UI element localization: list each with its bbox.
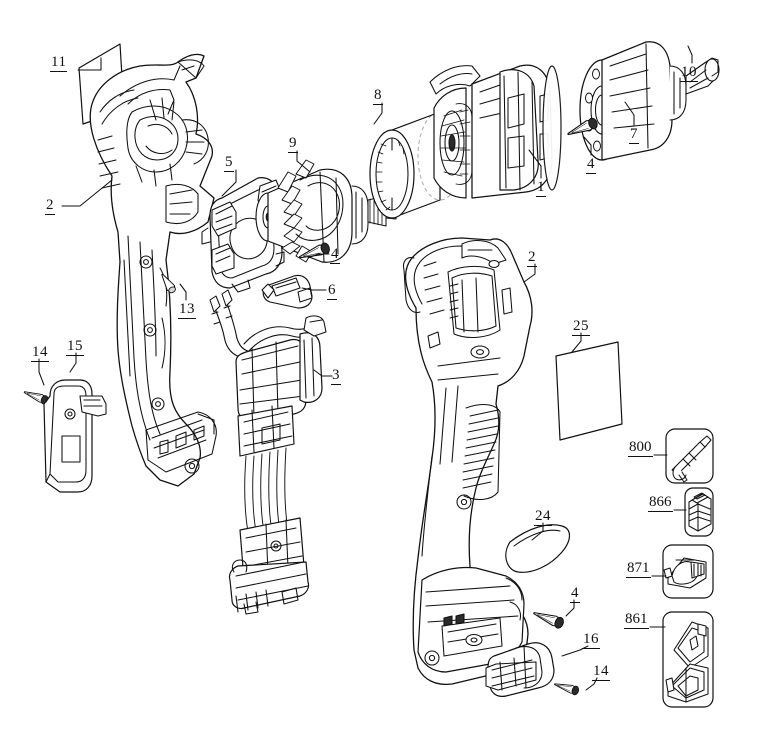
leader-line-2	[523, 263, 536, 283]
callout-number-13: 13	[178, 301, 196, 319]
leader-line-9	[296, 150, 311, 173]
leader-line-5	[221, 169, 237, 197]
part-6-connector	[261, 274, 313, 309]
accessory-number-861: 861	[624, 611, 649, 629]
callout-number-25: 25	[572, 318, 590, 336]
callout-number-16: 16	[582, 631, 600, 649]
leader-line-7	[624, 101, 635, 126]
leader-line-15	[69, 352, 77, 373]
part-15-belt-clip	[43, 379, 107, 493]
part-16-belt-hook-bracket	[485, 642, 555, 697]
callout-number-7: 7	[629, 126, 639, 144]
accessory-box-861	[662, 611, 714, 708]
part-10-chuck-screw	[685, 57, 720, 95]
leader-line-2	[61, 179, 113, 207]
callout-number-2: 2	[527, 249, 537, 267]
part-9-motor-armature	[255, 159, 397, 263]
leader-line-10	[687, 45, 693, 64]
leader-line-16	[561, 645, 589, 657]
callout-number-10: 10	[680, 64, 698, 82]
callout-number-11: 11	[50, 54, 68, 72]
battery-pack-icon	[688, 492, 712, 532]
callout-number-1: 1	[536, 179, 546, 197]
callout-number-3: 3	[331, 367, 341, 385]
accessory-box-871	[662, 544, 714, 599]
leader-line-3	[313, 369, 333, 377]
leader-line-13	[179, 283, 187, 301]
callout-number-4: 4	[570, 585, 580, 603]
leader-line-4	[583, 136, 592, 156]
callout-number-6: 6	[327, 282, 337, 300]
callout-number-5: 5	[224, 154, 234, 172]
part-3-switch-assembly	[209, 289, 327, 615]
part-1-gearbox-assembly	[429, 64, 562, 199]
leader-line-14	[38, 358, 45, 386]
part-14-screw-bottom	[552, 679, 581, 697]
part-2-left-housing-half	[89, 53, 217, 487]
part-2-right-housing-half	[403, 237, 533, 686]
tool-case-icon	[665, 621, 709, 703]
callout-number-15: 15	[66, 338, 84, 356]
callout-number-24: 24	[534, 508, 552, 526]
callout-number-14: 14	[592, 663, 610, 681]
accessory-number-800: 800	[628, 439, 653, 457]
screwdriver-bit-icon	[671, 435, 712, 483]
callout-number-14: 14	[31, 344, 49, 362]
accessory-number-871: 871	[626, 560, 651, 578]
leader-line-1	[528, 149, 542, 179]
part-24-grip-pad	[505, 524, 571, 573]
accessory-box-866	[684, 487, 714, 537]
callout-number-9: 9	[288, 135, 298, 153]
callout-number-4: 4	[586, 156, 596, 174]
callout-number-2: 2	[45, 197, 55, 215]
leader-line-4	[307, 253, 330, 259]
accessory-number-866: 866	[648, 494, 673, 512]
leader-line-6	[301, 287, 327, 291]
leader-line-11	[77, 57, 102, 71]
part-25-nameplate	[555, 341, 623, 441]
callout-number-8: 8	[373, 87, 383, 105]
accessory-box-800	[665, 428, 714, 484]
leader-line-8	[373, 102, 383, 125]
part-8-field-sleeve	[369, 111, 463, 219]
callout-number-4: 4	[330, 246, 340, 264]
part-4-screw-foot	[531, 606, 566, 630]
part-7-chuck	[579, 41, 687, 161]
battery-charger-icon	[663, 557, 707, 589]
